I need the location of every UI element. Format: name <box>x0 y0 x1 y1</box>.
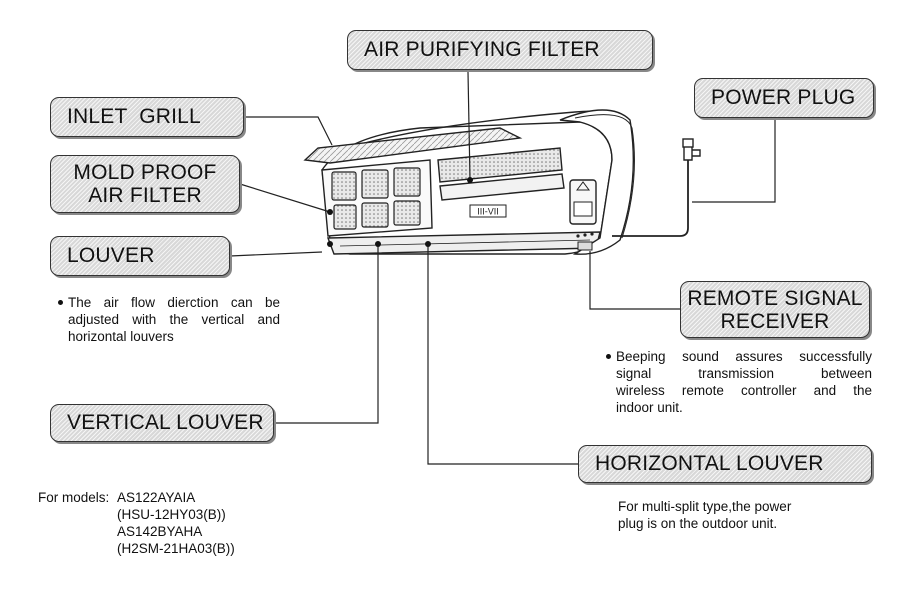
remote-signal-window <box>577 241 593 251</box>
note-louver-line3: horizontal louvers <box>68 329 174 344</box>
power-cord <box>612 152 689 237</box>
label-mold-proof-air-filter: MOLD PROOF AIR FILTER <box>50 155 240 213</box>
mold-proof-filter <box>331 167 421 230</box>
unit-badge-text: III-VII <box>477 207 499 217</box>
note-remote: Beeping sound assures successfully signa… <box>606 348 872 416</box>
inlet-grill-panel <box>303 127 523 164</box>
leader-remote-signal <box>589 251 680 310</box>
note-multi-split-line2: plug is on the outdoor unit. <box>618 516 778 531</box>
label-inlet-grill: INLET GRILL <box>50 97 244 137</box>
note-remote-line2: signal transmission between <box>616 366 872 381</box>
remote-line2: RECEIVER <box>720 309 830 333</box>
leader-horizontal-louver <box>427 244 578 465</box>
label-horizontal-louver: HORIZONTAL LOUVER <box>578 445 872 483</box>
note-louver-line2: adjusted with the vertical and <box>68 312 280 327</box>
label-power-plug: POWER PLUG <box>694 78 874 118</box>
indoor-unit <box>303 109 701 255</box>
note-remote-line3: wireless remote controller and the <box>616 383 872 398</box>
label-louver: LOUVER <box>50 236 230 276</box>
note-multi-split: For multi-split type,the power plug is o… <box>618 498 858 532</box>
note-remote-line1: Beeping sound assures successfully <box>616 349 872 364</box>
leader-vertical-louver <box>274 244 379 424</box>
remote-line1: REMOTE SIGNAL <box>687 286 863 310</box>
leader-power-plug <box>692 108 776 203</box>
label-vertical-louver: VERTICAL LOUVER <box>50 404 274 442</box>
mold-proof-line2: AIR FILTER <box>88 184 202 207</box>
models-list: AS122AYAIA (HSU-12HY03(B)) AS142BYAHA (H… <box>117 489 235 557</box>
note-louver: The air flow dierction can be adjusted w… <box>58 294 280 345</box>
note-louver-line1: The air flow dierction can be <box>68 295 280 310</box>
model-4: (H2SM-21HA03(B)) <box>117 541 235 556</box>
leader-air-purifying <box>467 71 471 181</box>
leader-inlet-grill <box>244 116 333 146</box>
side-cover <box>559 109 635 255</box>
leader-louver <box>229 251 323 257</box>
label-air-purifying-filter: AIR PURIFYING FILTER <box>347 30 653 70</box>
leader-mold-proof <box>239 183 331 213</box>
model-2: (HSU-12HY03(B)) <box>117 507 226 522</box>
leader-lines <box>229 71 776 465</box>
models-label: For models: <box>38 490 110 505</box>
model-1: AS122AYAIA <box>117 490 196 505</box>
air-purifying-filter-strip <box>437 147 563 183</box>
model-3: AS142BYAHA <box>117 524 203 539</box>
note-remote-line4: indoor unit. <box>616 400 683 415</box>
mold-proof-line1: MOLD PROOF <box>73 161 217 184</box>
note-multi-split-line1: For multi-split type,the power <box>618 499 792 514</box>
leader-dots <box>327 177 473 247</box>
label-remote-signal-receiver: REMOTE SIGNAL RECEIVER <box>680 281 870 338</box>
